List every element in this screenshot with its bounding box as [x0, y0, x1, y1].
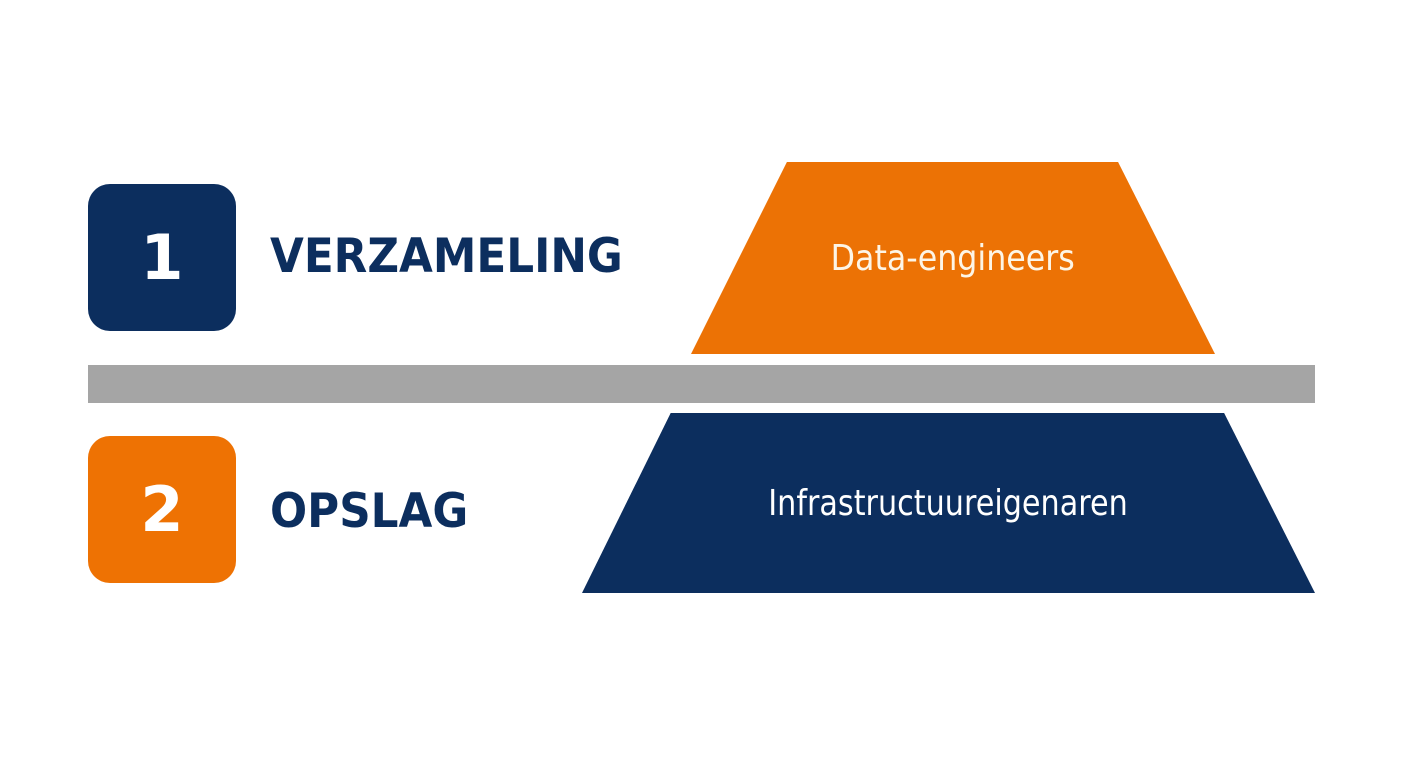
step-2-number: 2 [140, 473, 184, 546]
step-1-title: VERZAMELING [270, 229, 623, 284]
step-2-number-badge: 2 [88, 436, 236, 583]
step-1-number-badge: 1 [88, 184, 236, 331]
pyramid-layer-infrastructure-owners: Infrastructuureigenaren [582, 413, 1315, 593]
step-2-title: OPSLAG [270, 484, 469, 539]
step-1-number: 1 [140, 221, 184, 294]
pyramid-layer-data-engineers: Data-engineers [691, 162, 1215, 354]
pyramid-layer-top-label: Data-engineers [830, 237, 1076, 279]
pyramid-layer-bottom-label: Infrastructuureigenaren [768, 482, 1129, 524]
section-divider-bar [88, 365, 1315, 403]
